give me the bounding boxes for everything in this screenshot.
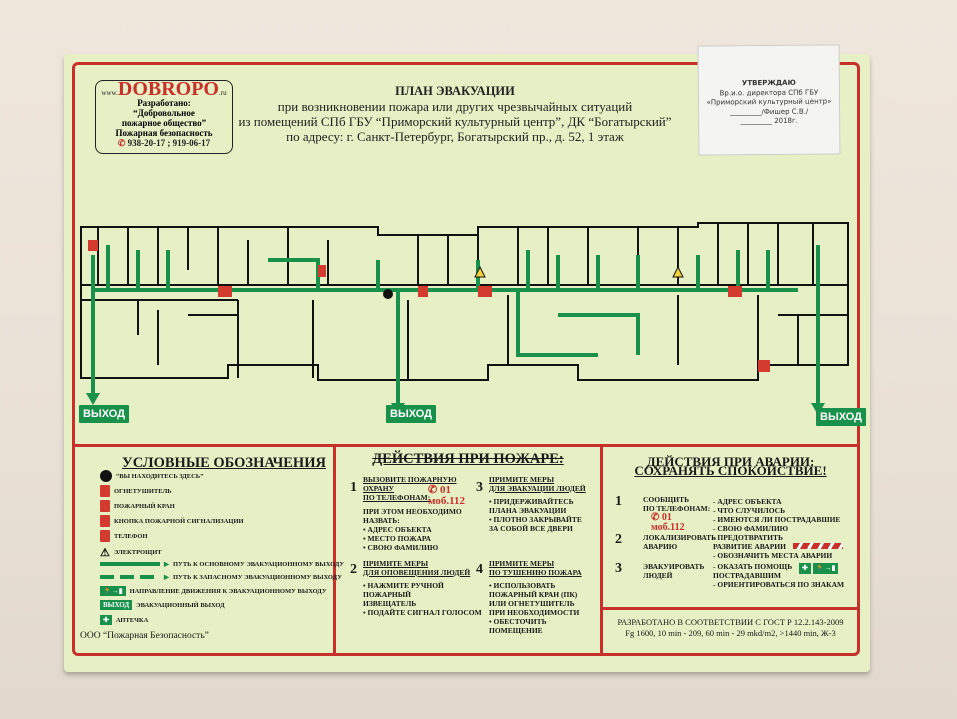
- telephone-icon: [100, 530, 110, 542]
- gost-divider: [600, 607, 858, 610]
- gost-note: РАЗРАБОТАНО В СООТВЕТСТВИИ С ГОСТ Р 12.2…: [617, 617, 844, 638]
- phone-icon: ✆: [651, 512, 660, 523]
- extinguisher-icon: [100, 485, 110, 497]
- legend-item: ⚠ЭЛЕКТРОЩИТ: [100, 547, 162, 559]
- logo-org1: “Добровольное: [133, 108, 195, 118]
- exit-direction-icon: 🏃→▮: [812, 563, 839, 574]
- first-aid-icon: ✚: [100, 615, 112, 625]
- exit-sign-icon: ВЫХОД: [100, 600, 133, 610]
- section-divider: [72, 444, 860, 447]
- route-arrowheads: [86, 393, 825, 415]
- fire-actions-panel: ДЕЙСТВИЯ ПРИ ПОЖАРЕ: 1 ВЫЗОВИТЕ ПОЖАРНУЮ…: [336, 447, 600, 656]
- logo-brand: www.DOBROPO.ru: [101, 78, 227, 100]
- step-number: 3: [615, 561, 622, 576]
- first-aid-icon: ✚: [799, 563, 811, 574]
- exit-sign-middle: ВЫХОД: [386, 405, 437, 423]
- legend-item: ▶ПУТЬ К ЗАПАСНОМУ ЭВАКУАЦИОННОМУ ВЫХОДУ: [100, 573, 342, 581]
- reserve-route-arrow-icon: [100, 575, 160, 579]
- floor-plan: [80, 222, 849, 415]
- evacuation-route-main: [91, 245, 820, 410]
- plan-subtitle-1: при возникновении пожара или других чрез…: [277, 99, 633, 114]
- electric-panel-icons: [474, 265, 684, 278]
- exit-sign-right: ВЫХОД: [816, 408, 867, 426]
- hazard-tape-icon: [793, 543, 843, 549]
- floor-plan-walls: [80, 222, 849, 381]
- red-frame: [72, 62, 860, 656]
- accident-title: ДЕЙСТВИЯ ПРИ АВАРИИ:: [646, 454, 815, 469]
- legend-title: УСЛОВНЫЕ ОБОЗНАЧЕНИЯ: [122, 455, 326, 471]
- step-number: 2: [350, 562, 357, 577]
- main-route-arrow-icon: [100, 562, 160, 566]
- exit-direction-icon: 🏃→▮: [100, 586, 126, 596]
- column-divider: [333, 447, 336, 656]
- logo-phones: ✆ 938-20-17 ; 919-06-17: [117, 138, 211, 148]
- evacuation-plan-board: [64, 54, 870, 672]
- developer-logo: www.DOBROPO.ru Разработано: “Добровольно…: [95, 78, 233, 154]
- accident-subtitle: СОХРАНЯТЬ СПОКОЙСТВИЕ!: [634, 463, 827, 478]
- stamp-line: _________ 2018г.: [740, 116, 798, 126]
- legend-item: ОГНЕТУШИТЕЛЬ: [100, 485, 172, 497]
- step-number: 4: [476, 562, 483, 577]
- plan-title: ПЛАН ЭВАКУАЦИИ: [395, 84, 515, 98]
- stamp-line: «Приморский культурный центр»: [706, 97, 832, 107]
- step-number: 1: [350, 480, 357, 495]
- legend-item: 🏃→▮НАПРАВЛЕНИЕ ДВИЖЕНИЯ К ЭВАКУАЦИОННОМУ…: [100, 586, 327, 596]
- fire-hydrant-icon: [100, 500, 110, 512]
- alarm-button-icon: [100, 515, 110, 527]
- logo-developed: Разработано:: [137, 98, 191, 108]
- you-are-here-icon: [100, 470, 112, 482]
- legend-panel: УСЛОВНЫЕ ОБОЗНАЧЕНИЯ “ВЫ НАХОДИТЕСЬ ЗДЕС…: [75, 447, 344, 656]
- phone-icon: ✆: [117, 138, 126, 148]
- legend-item: ПОЖАРНЫЙ КРАН: [100, 500, 175, 512]
- legend-item: ✚АПТЕЧКА: [100, 615, 148, 625]
- legend-item: “ВЫ НАХОДИТЕСЬ ЗДЕСЬ”: [100, 470, 203, 482]
- plan-header: ПЛАН ЭВАКУАЦИИ при возникновении пожара …: [230, 84, 680, 144]
- electric-panel-icon: ⚠: [100, 547, 110, 559]
- legend-item: КНОПКА ПОЖАРНОЙ СИГНАЛИЗАЦИИ: [100, 515, 244, 527]
- accident-actions-panel: ДЕЙСТВИЯ ПРИ АВАРИИ: СОХРАНЯТЬ СПОКОЙСТВ…: [600, 447, 858, 656]
- approval-stamp: УТВЕРЖДАЮ Вр.и.о. директора СПб ГБУ «При…: [697, 44, 841, 156]
- accident-step-1-right: - АДРЕС ОБЪЕКТА- ЧТО СЛУЧИЛОСЬ- ИМЕЮТСЯ …: [713, 497, 841, 533]
- step-number: 3: [476, 480, 483, 495]
- fire-equipment-icons: [88, 240, 770, 372]
- legend-footer: ООО “Пожарная Безопасность”: [80, 631, 209, 641]
- step-number: 2: [615, 532, 622, 547]
- logo-org2: пожарное общество”: [121, 118, 207, 128]
- fire-actions-title: ДЕЙСТВИЯ ПРИ ПОЖАРЕ:: [372, 451, 564, 467]
- plan-subtitle-2: из помещений СПб ГБУ “Приморский культур…: [238, 114, 672, 129]
- column-divider: [600, 447, 603, 656]
- plan-address: по адресу: г. Санкт-Петербург, Богатырск…: [286, 129, 624, 144]
- exit-sign-left: ВЫХОД: [79, 405, 130, 423]
- step-number: 1: [615, 494, 622, 509]
- logo-org3: Пожарная безопасность: [115, 128, 213, 138]
- phone-icon: ✆: [428, 484, 438, 496]
- legend-item: ТЕЛЕФОН: [100, 530, 148, 542]
- you-are-here-marker: [383, 289, 393, 299]
- legend-item: ▶ПУТЬ К ОСНОВНОМУ ЭВАКУАЦИОННОМУ ВЫХОДУ: [100, 560, 344, 568]
